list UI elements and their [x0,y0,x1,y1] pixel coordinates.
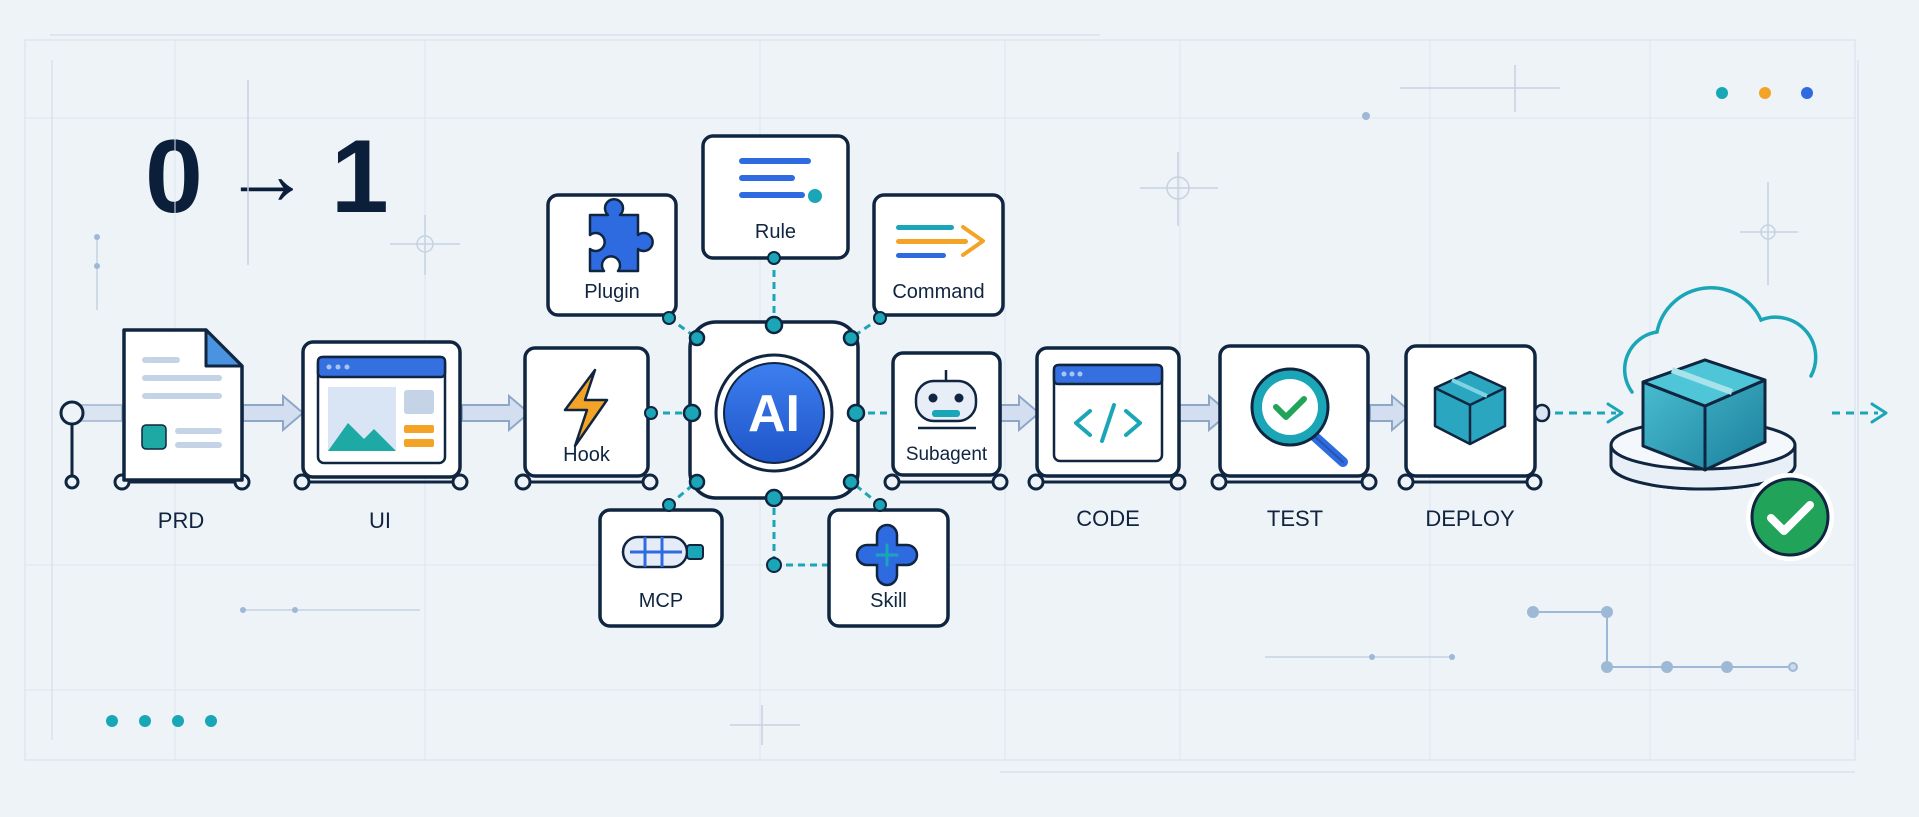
ui-node [293,340,469,491]
lightning-icon [563,368,609,448]
pipeline-rail [59,400,123,490]
ai-hub [682,315,866,508]
window-image-icon [316,355,447,465]
subagent-node [883,351,1009,491]
code-window-icon [1052,363,1164,463]
title-arrow: → [222,124,313,223]
lines-icon [739,158,822,203]
title-from: 0 [145,119,205,235]
title-to: 1 [330,119,391,235]
magnifier-check-icon [1250,367,1348,467]
deploy-node [1397,344,1551,491]
stage-arrows [242,393,1414,433]
arrow-subagent-code [1000,393,1041,433]
hook-node [514,346,659,491]
test-node [1210,344,1378,491]
skill-label: Skill [870,590,907,612]
ruler-ticks [50,34,1859,773]
stage-label-test: TEST [1266,506,1324,531]
stage-label-prd: PRD [157,508,205,533]
arrow-ui-hook [461,393,531,433]
plugin-label: Plugin [584,281,640,303]
circuit-trace [1527,606,1798,673]
box-icon [1433,370,1507,446]
command-label: Command [892,281,985,303]
plug-icon [621,535,704,569]
ai-hub-label: AI [748,385,800,443]
stage-label-ui: UI [369,508,391,533]
decorative-crosshairs [96,65,1798,745]
mcp-label: MCP [638,590,684,612]
code-node [1027,346,1187,491]
subagent-label: Subagent [905,444,988,465]
rule-label: Rule [754,221,797,243]
rule-node [701,134,850,265]
skill-node [766,498,950,628]
command-arrow-icon [896,225,985,258]
stage-label-deploy: DEPLOY [1425,506,1515,531]
page-title: 0→1 [145,118,391,237]
puzzle-icon [588,198,654,273]
command-node [872,193,1005,325]
robot-icon [914,370,978,430]
arrow-test-deploy [1369,393,1414,433]
cloud-box-check-icon [1609,286,1834,561]
stage-label-code: CODE [1076,506,1140,531]
document-icon [141,357,222,450]
plugin-node [546,193,678,325]
decorative-dots [94,87,1813,727]
hook-label: Hook [563,444,610,466]
mcp-node [598,498,724,628]
prd-node [113,328,251,491]
arrow-prd-ui [242,393,305,433]
